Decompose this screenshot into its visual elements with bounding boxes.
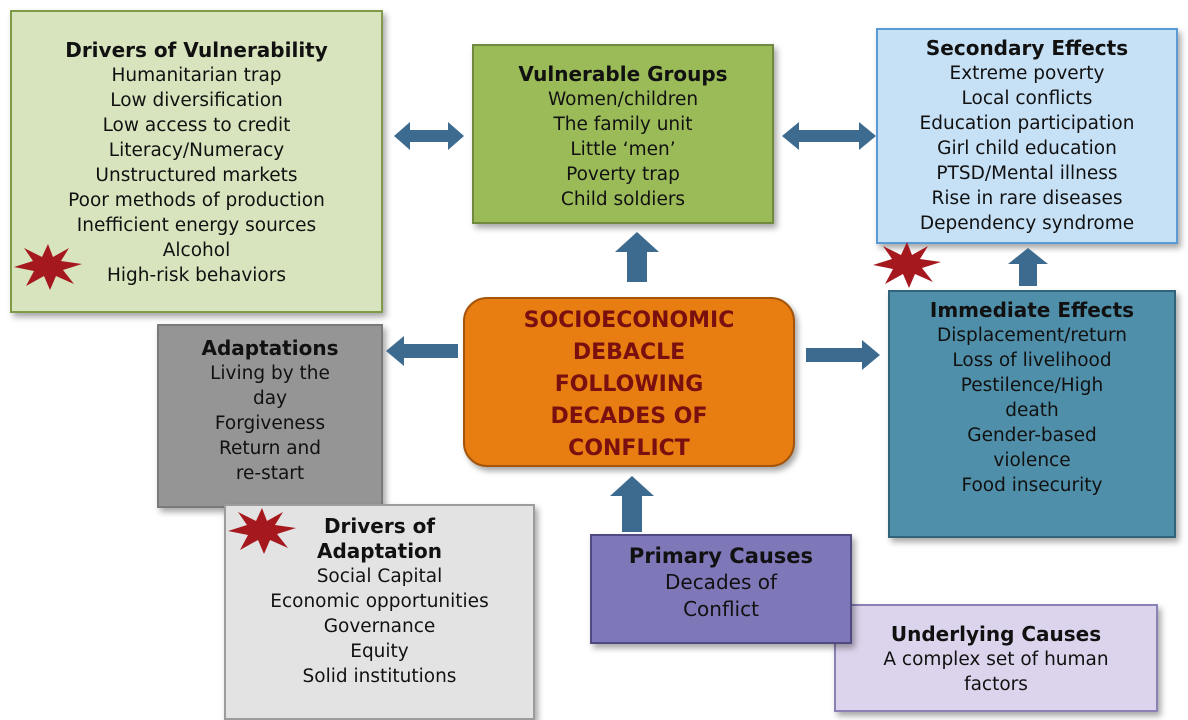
primary-causes-box: Primary Causes Decades of Conflict — [590, 534, 852, 644]
central-line: FOLLOWING — [554, 372, 704, 397]
list-item: Dependency syndrome — [919, 213, 1135, 234]
adaptations-title: Adaptations — [201, 336, 339, 360]
vulnerable-groups-box: Vulnerable Groups Women/children The fam… — [472, 44, 774, 224]
list-item: Alcohol — [162, 240, 231, 261]
burst-star-shape — [873, 242, 941, 288]
central-line: CONFLICT — [568, 436, 690, 461]
arrow-right-icon — [806, 340, 880, 370]
drivers-of-adaptation-title-line-2: Adaptation — [316, 539, 443, 563]
primary-causes-title: Primary Causes — [628, 544, 814, 568]
arrow-up-icon — [615, 232, 659, 282]
underlying-causes-title: Underlying Causes — [890, 622, 1102, 646]
list-item: violence — [993, 450, 1071, 471]
burst-star-shape — [228, 508, 296, 554]
underlying-causes-box: Underlying Causes A complex set of human… — [834, 604, 1158, 712]
list-item: Poverty trap — [566, 164, 680, 185]
list-item: A complex set of human — [883, 649, 1109, 670]
double-arrow-icon — [782, 122, 876, 150]
arrow-up-icon — [1008, 248, 1048, 286]
list-item: Loss of livelihood — [952, 350, 1112, 371]
list-item: re-start — [235, 463, 305, 484]
list-item: Poor methods of production — [68, 190, 325, 211]
drivers-of-vulnerability-box: Drivers of Vulnerability Humanitarian tr… — [10, 10, 383, 313]
arrow-left-shape — [386, 336, 458, 366]
arrow-right-shape — [806, 340, 880, 370]
list-item: Economic opportunities — [270, 591, 489, 612]
list-item: Humanitarian trap — [111, 65, 282, 86]
list-item: PTSD/Mental illness — [936, 163, 1118, 184]
list-item: Solid institutions — [302, 666, 457, 687]
list-item: death — [1005, 400, 1059, 421]
arrow-left-icon — [386, 336, 458, 366]
list-item: High-risk behaviors — [106, 265, 286, 286]
list-item: Education participation — [919, 113, 1135, 134]
list-item: Return and — [218, 438, 322, 459]
arrow-up-shape — [615, 232, 659, 282]
list-item: day — [252, 388, 288, 409]
list-item: Low diversification — [110, 90, 283, 111]
burst-star-icon — [14, 244, 82, 290]
double-arrow-shape — [782, 122, 876, 150]
central-line: SOCIOECONOMIC — [523, 308, 735, 333]
list-item: Gender-based — [967, 425, 1097, 446]
burst-star-shape — [14, 244, 82, 290]
list-item: Inefficient energy sources — [76, 215, 317, 236]
central-line: DEBACLE — [572, 340, 686, 365]
list-item: The family unit — [553, 114, 693, 135]
list-item: Equity — [350, 641, 409, 662]
immediate-effects-title: Immediate Effects — [929, 298, 1135, 322]
list-item: Food insecurity — [961, 475, 1103, 496]
vulnerable-groups-title: Vulnerable Groups — [518, 62, 728, 86]
adaptations-box: Adaptations Living by the day Forgivenes… — [157, 324, 383, 508]
double-arrow-shape — [394, 122, 464, 150]
central-socioeconomic-debacle-box: SOCIOECONOMIC DEBACLE FOLLOWING DECADES … — [463, 297, 795, 467]
list-item: Conflict — [683, 597, 759, 621]
immediate-effects-box: Immediate Effects Displacement/return Lo… — [888, 290, 1176, 538]
arrow-up-shape — [610, 476, 654, 532]
list-item: Social Capital — [316, 566, 443, 587]
list-item: Forgiveness — [214, 413, 326, 434]
list-item: Rise in rare diseases — [931, 188, 1123, 209]
secondary-effects-title: Secondary Effects — [925, 36, 1129, 60]
list-item: Local conflicts — [961, 88, 1093, 109]
list-item: Governance — [323, 616, 436, 637]
list-item: Unstructured markets — [95, 165, 298, 186]
burst-star-icon — [228, 508, 296, 554]
drivers-of-adaptation-box: Drivers of Adaptation Social Capital Eco… — [224, 504, 535, 720]
list-item: Girl child education — [937, 138, 1117, 159]
burst-star-icon — [873, 242, 941, 288]
list-item: Child soldiers — [560, 189, 686, 210]
list-item: Displacement/return — [937, 325, 1127, 346]
list-item: Low access to credit — [102, 115, 291, 136]
drivers-of-adaptation-title-line-1: Drivers of — [323, 514, 436, 538]
arrow-up-shape — [1008, 248, 1048, 286]
list-item: Decades of — [664, 570, 777, 594]
double-arrow-icon — [394, 122, 464, 150]
secondary-effects-box: Secondary Effects Extreme poverty Local … — [876, 28, 1178, 244]
list-item: Women/children — [547, 89, 699, 110]
list-item: Pestilence/High — [960, 375, 1104, 396]
drivers-of-vulnerability-title: Drivers of Vulnerability — [65, 38, 328, 62]
central-line: DECADES OF — [550, 404, 708, 429]
list-item: factors — [964, 674, 1028, 695]
list-item: Literacy/Numeracy — [108, 140, 285, 161]
list-item: Living by the — [210, 363, 330, 384]
list-item: Little ‘men’ — [570, 139, 676, 160]
arrow-up-icon — [610, 476, 654, 532]
list-item: Extreme poverty — [949, 63, 1105, 84]
